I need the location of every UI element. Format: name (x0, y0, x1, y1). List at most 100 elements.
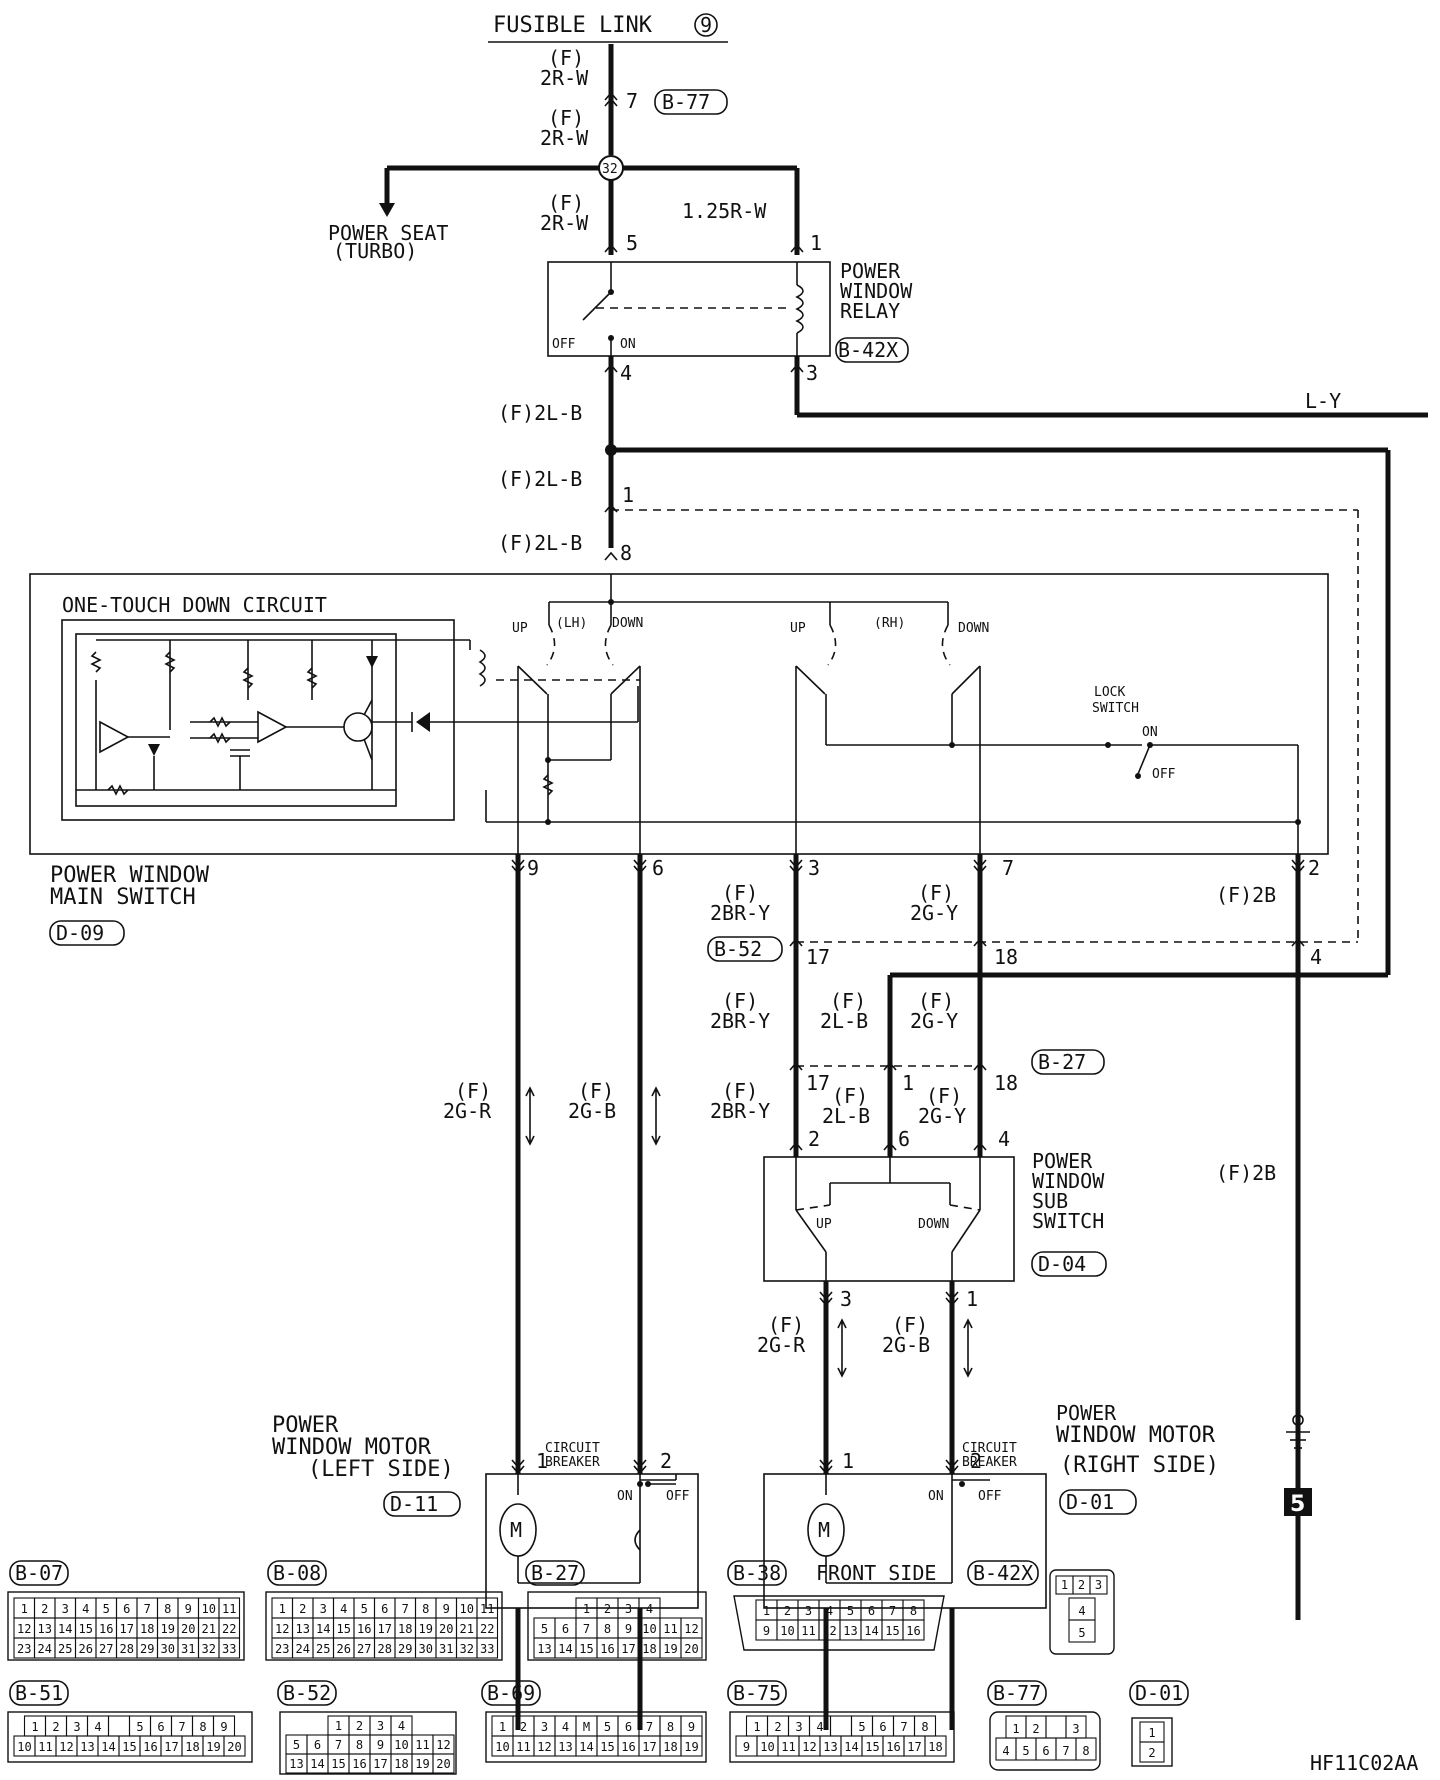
legend-pin-b75: 12 (802, 1740, 816, 1754)
wire-color-2g-b: 2G-B (882, 1333, 930, 1357)
legend-pin-b42x: 5 (1078, 1626, 1085, 1640)
legend-pin-b52: 19 (415, 1757, 429, 1771)
pin-2: 2 (660, 1449, 672, 1473)
legend-label-d01: D-01 (1135, 1681, 1183, 1705)
legend-pin-b69: 3 (541, 1720, 548, 1734)
legend-pin-b07: 1 (21, 1602, 28, 1616)
wire-spec: (F) (768, 1313, 804, 1337)
wire-spec: (F) (918, 989, 954, 1013)
wire-color-2br-y: 2BR-Y (710, 1099, 770, 1123)
legend-pin-b75: 6 (879, 1720, 886, 1734)
legend-pin-b08: 22 (480, 1622, 494, 1636)
legend-pin-b77: 1 (1012, 1722, 1019, 1736)
legend-pin-b08: 21 (460, 1622, 474, 1636)
legend-pin-b08: 31 (439, 1642, 453, 1656)
fusible-link-number: 9 (700, 13, 712, 37)
pin-7: 7 (626, 89, 638, 113)
legend-pin-b38: 12 (822, 1624, 836, 1638)
legend-pin-b38: 9 (763, 1624, 770, 1638)
legend-pin-b08: 9 (443, 1602, 450, 1616)
pin-3: 3 (806, 361, 818, 385)
main-switch-label-1: POWER WINDOW (50, 863, 210, 888)
legend-pin-b52: 6 (314, 1738, 321, 1752)
left-motor-label-1: POWER (272, 1413, 339, 1438)
legend-pin-b08: 14 (316, 1622, 330, 1636)
legend-pin-b38: 5 (847, 1604, 854, 1618)
wire-spec: (F) (832, 1084, 868, 1108)
rh-label: (RH) (874, 616, 905, 631)
legend-pin-b52: 1 (335, 1719, 342, 1733)
power-window-relay (547, 261, 831, 357)
legend-pin-b07: 4 (82, 1602, 89, 1616)
legend-pin-b69: 15 (600, 1740, 614, 1754)
legend-pin-b08: 18 (398, 1622, 412, 1636)
legend-pin-b08: 25 (316, 1642, 330, 1656)
legend-pin-b69: 13 (558, 1740, 572, 1754)
figure-id: HF11C02AA (1310, 1751, 1418, 1775)
legend-pin-b27: 14 (558, 1642, 572, 1656)
left-cb-off: OFF (666, 1489, 690, 1504)
right-cb-label-2: BREAKER (962, 1455, 1017, 1470)
one-touch-down-circuit (61, 619, 455, 821)
wire-spec: (F) (722, 881, 758, 905)
legend-pin-b08: 30 (419, 1642, 433, 1656)
legend-pin-b08: 10 (460, 1602, 474, 1616)
wire-color-1-25r-w: 1.25R-W (682, 199, 767, 223)
legend-pin-b75: 17 (907, 1740, 921, 1754)
one-touch-down-circuit-label: ONE-TOUCH DOWN CIRCUIT (62, 593, 327, 617)
legend-pin-b75: 8 (921, 1720, 928, 1734)
legend-pin-b38: 6 (868, 1604, 875, 1618)
right-window-motor (763, 1473, 1047, 1609)
legend-pin-b51: 13 (80, 1740, 94, 1754)
wire-color-2g-r: 2G-R (757, 1333, 806, 1357)
legend-pin-b27: 9 (625, 1622, 632, 1636)
power-seat-turbo: (TURBO) (333, 239, 417, 263)
legend-pin-b07: 32 (202, 1642, 216, 1656)
legend-pin-b75: 9 (743, 1740, 750, 1754)
legend-pin-b69: 5 (604, 1720, 611, 1734)
legend-pin-b08: 29 (398, 1642, 412, 1656)
legend-pin-b75: 10 (760, 1740, 774, 1754)
legend-label-b51: B-51 (15, 1681, 63, 1705)
wire-color-2l-b: (F)2L-B (498, 467, 582, 491)
sub-down-label: DOWN (918, 1217, 949, 1232)
pin-17: 17 (806, 945, 830, 969)
legend-pin-d01: 1 (1148, 1726, 1155, 1740)
legend-pin-b08: 27 (357, 1642, 371, 1656)
legend-pin-b77: 5 (1022, 1744, 1029, 1758)
legend-pin-b51: 6 (157, 1720, 164, 1734)
legend-pin-b07: 22 (222, 1622, 236, 1636)
legend-pin-b38: 13 (843, 1624, 857, 1638)
relay-label-2: WINDOW (840, 279, 913, 303)
legend-pin-b75: 5 (858, 1720, 865, 1734)
legend-pin-b77: 8 (1082, 1744, 1089, 1758)
legend-pin-b52: 10 (394, 1738, 408, 1752)
legend-pin-b27: 7 (583, 1622, 590, 1636)
legend-pin-b07: 33 (222, 1642, 236, 1656)
legend-pin-b27: 1 (583, 1602, 590, 1616)
wire-spec: (F) (578, 1079, 614, 1103)
legend-pin-b51: 20 (227, 1740, 241, 1754)
ground-5: 5 (1290, 1492, 1305, 1517)
pin-3: 3 (808, 856, 820, 880)
legend-pin-b52: 14 (310, 1757, 324, 1771)
legend-pin-b38: 8 (910, 1604, 917, 1618)
legend-label-b08: B-08 (273, 1561, 321, 1585)
legend-pin-b52: 13 (289, 1757, 303, 1771)
main-switch-label-2: MAIN SWITCH (50, 885, 196, 910)
left-cb-label-1: CIRCUIT (545, 1441, 600, 1456)
legend-pin-b52: 3 (377, 1719, 384, 1733)
pin-18: 18 (994, 945, 1018, 969)
legend-pin-b69: 10 (495, 1740, 509, 1754)
wire-color-2l-b: 2L-B (822, 1104, 870, 1128)
legend-pin-b27: 10 (642, 1622, 656, 1636)
pin-4: 4 (620, 361, 632, 385)
legend-pin-b75: 3 (795, 1720, 802, 1734)
legend-pin-b38: 10 (780, 1624, 794, 1638)
legend-pin-b51: 15 (122, 1740, 136, 1754)
legend-pin-b52: 8 (356, 1738, 363, 1752)
legend-pin-b08: 3 (320, 1602, 327, 1616)
legend-pin-b75: 13 (823, 1740, 837, 1754)
legend-pin-b07: 7 (144, 1602, 151, 1616)
legend-pin-b38: 1 (763, 1604, 770, 1618)
